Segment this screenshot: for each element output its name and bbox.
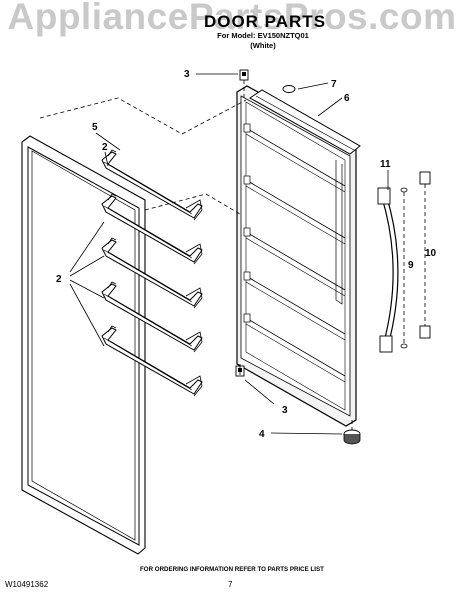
watermark: AppliancePartsPros.com xyxy=(7,0,457,37)
page-number: 7 xyxy=(228,580,233,589)
handle-clip xyxy=(419,171,431,185)
callout-2-top: 2 xyxy=(102,142,108,153)
door-gasket xyxy=(21,135,146,555)
door-top-cap xyxy=(249,89,361,155)
callout-9: 9 xyxy=(408,260,414,271)
callout-4: 4 xyxy=(259,429,265,440)
page-title: DOOR PARTS xyxy=(203,12,327,31)
assembly-lines xyxy=(39,80,426,430)
model-number: For Model: EV150NZTQ01 xyxy=(217,31,309,40)
callout-7: 7 xyxy=(331,79,337,90)
callout-5: 5 xyxy=(92,122,98,133)
model-color: (White) xyxy=(250,41,276,50)
callout-11: 11 xyxy=(380,159,391,170)
callout-2-group: 2 xyxy=(56,274,62,285)
document-number: W10491362 xyxy=(5,580,49,589)
door-panel xyxy=(236,85,357,427)
ordering-note: FOR ORDERING INFORMATION REFER TO PARTS … xyxy=(140,566,324,573)
door-hinge-pin xyxy=(282,85,296,93)
callout-6: 6 xyxy=(344,93,350,104)
leveling-foot xyxy=(343,429,361,445)
door-hinge-bushing xyxy=(239,69,249,81)
door-handle xyxy=(377,187,399,353)
callout-10: 10 xyxy=(425,248,437,259)
callout-3-top: 3 xyxy=(184,69,190,80)
handle-screw xyxy=(400,187,408,349)
leader-lines xyxy=(69,73,389,435)
callout-3-bottom: 3 xyxy=(282,405,288,416)
handle-clip xyxy=(419,325,431,339)
